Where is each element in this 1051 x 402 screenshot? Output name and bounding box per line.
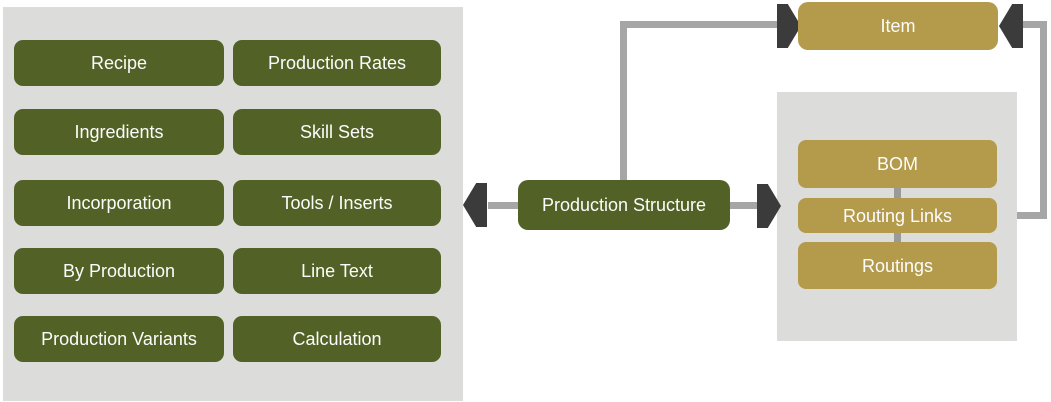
node-tools-inserts: Tools / Inserts bbox=[233, 180, 441, 226]
node-line-text: Line Text bbox=[233, 248, 441, 294]
node-production-structure: Production Structure bbox=[518, 180, 730, 230]
node-by-production: By Production bbox=[14, 248, 224, 294]
connector-bottom-right-horizontal bbox=[1017, 212, 1047, 219]
connector-bom-routing-links bbox=[894, 187, 901, 199]
connector-routing-links-routings bbox=[894, 231, 901, 243]
connector-ps-left bbox=[488, 202, 518, 209]
node-production-variants: Production Variants bbox=[14, 316, 224, 362]
node-production-rates: Production Rates bbox=[233, 40, 441, 86]
node-routing-links: Routing Links bbox=[798, 198, 997, 233]
node-ingredients: Ingredients bbox=[14, 109, 224, 155]
node-routings: Routings bbox=[798, 242, 997, 289]
node-skill-sets: Skill Sets bbox=[233, 109, 441, 155]
connector-top-left-horizontal bbox=[620, 21, 779, 28]
node-incorporation: Incorporation bbox=[14, 180, 224, 226]
connector-right-vertical bbox=[1040, 21, 1047, 219]
node-item: Item bbox=[798, 2, 998, 50]
arrowhead-into-item-right-icon bbox=[999, 4, 1023, 48]
node-bom: BOM bbox=[798, 140, 997, 188]
connector-ps-top-vertical bbox=[620, 21, 627, 180]
connector-top-right-horizontal bbox=[1022, 21, 1047, 28]
node-calculation: Calculation bbox=[233, 316, 441, 362]
node-recipe: Recipe bbox=[14, 40, 224, 86]
arrowhead-left-icon bbox=[463, 183, 487, 227]
connector-ps-right bbox=[730, 202, 760, 209]
